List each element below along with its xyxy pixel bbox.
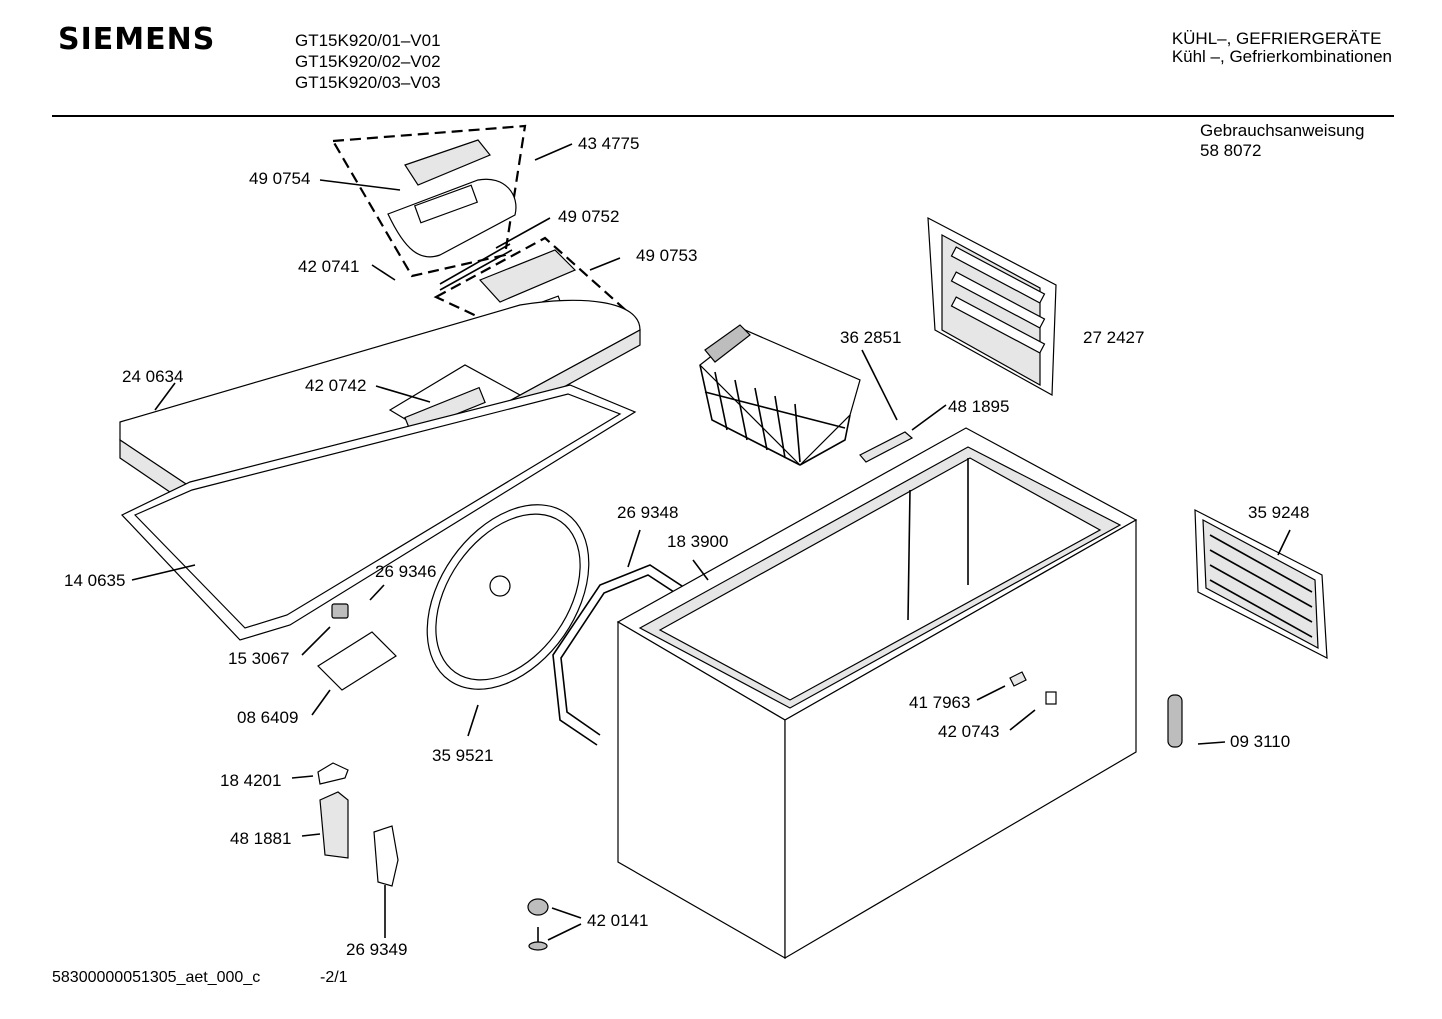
part-label: 48 1895 bbox=[948, 397, 1010, 416]
manual-reference: Gebrauchsanweisung 58 8072 bbox=[1200, 121, 1364, 161]
cabinet-part bbox=[616, 427, 1138, 960]
model-number: GT15K920/02–V02 bbox=[295, 52, 441, 71]
manual-label: Gebrauchsanweisung bbox=[1200, 121, 1365, 140]
part-label: 49 0754 bbox=[249, 169, 311, 188]
part-label: 08 6409 bbox=[237, 708, 299, 727]
part-label: 48 1881 bbox=[230, 829, 292, 848]
part-label: 15 3067 bbox=[228, 649, 290, 668]
part-label: 49 0752 bbox=[558, 207, 620, 226]
part-label: 18 3900 bbox=[667, 532, 729, 551]
part-label: 43 4775 bbox=[578, 134, 640, 153]
part-label: 18 4201 bbox=[220, 771, 282, 790]
basket-part bbox=[699, 324, 861, 466]
lock-catch-part bbox=[1045, 691, 1057, 705]
control-panel-part bbox=[387, 139, 577, 319]
control-panel-group-outline bbox=[331, 124, 527, 278]
part-label: 26 9349 bbox=[346, 940, 408, 959]
lock-cover-part bbox=[317, 762, 349, 785]
model-list: GT15K920/01–V01 GT15K920/02–V02 GT15K920… bbox=[295, 30, 441, 93]
hinge-cover-part bbox=[317, 631, 397, 691]
header-divider bbox=[52, 115, 1394, 117]
part-label: 35 9521 bbox=[432, 746, 494, 765]
part-label: 41 7963 bbox=[909, 693, 971, 712]
part-label: 42 0141 bbox=[587, 911, 649, 930]
ventilation-grille-part bbox=[1194, 508, 1328, 660]
part-label: 24 0634 bbox=[122, 367, 184, 386]
part-label: 42 0741 bbox=[298, 257, 360, 276]
part-label: 42 0742 bbox=[305, 376, 367, 395]
part-label: 27 2427 bbox=[1083, 328, 1145, 347]
hinge-part bbox=[373, 825, 399, 887]
leader-lines bbox=[131, 143, 1291, 941]
hinge-bracket-part bbox=[319, 791, 349, 859]
divider-panel-part bbox=[927, 216, 1057, 396]
model-number: GT15K920/01–V01 bbox=[295, 31, 441, 50]
category-line: Kühl –, Gefrierkombinationen bbox=[1171, 47, 1392, 66]
brand-logo: SIEMENS bbox=[58, 22, 216, 57]
hinge-cap-part bbox=[331, 603, 349, 619]
basket-holder-part bbox=[859, 431, 914, 463]
manual-number: 58 8072 bbox=[1200, 141, 1262, 160]
part-label: 09 3110 bbox=[1230, 732, 1291, 751]
category-line: KÜHL–, GEFRIERGERÄTE bbox=[1171, 29, 1382, 48]
part-label: 42 0743 bbox=[938, 722, 1000, 741]
part-label: 14 0635 bbox=[64, 571, 126, 590]
model-number: GT15K920/03–V03 bbox=[295, 73, 441, 92]
page-number: -2/1 bbox=[320, 969, 348, 986]
lock-part bbox=[1009, 671, 1027, 687]
foot-part bbox=[527, 898, 549, 916]
part-label: 36 2851 bbox=[840, 328, 902, 347]
document-id: 58300000051305_aet_000_c bbox=[52, 969, 261, 986]
part-label: 26 9348 bbox=[617, 503, 679, 522]
part-label: 26 9346 bbox=[375, 562, 437, 581]
door-seal-inner bbox=[133, 393, 622, 629]
category-heading: KÜHL–, GEFRIERGERÄTE Kühl –, Gefrierkomb… bbox=[1172, 30, 1392, 66]
pipe-clip-part bbox=[1167, 694, 1183, 748]
part-label: 49 0753 bbox=[636, 246, 698, 265]
part-label: 35 9248 bbox=[1248, 503, 1310, 522]
